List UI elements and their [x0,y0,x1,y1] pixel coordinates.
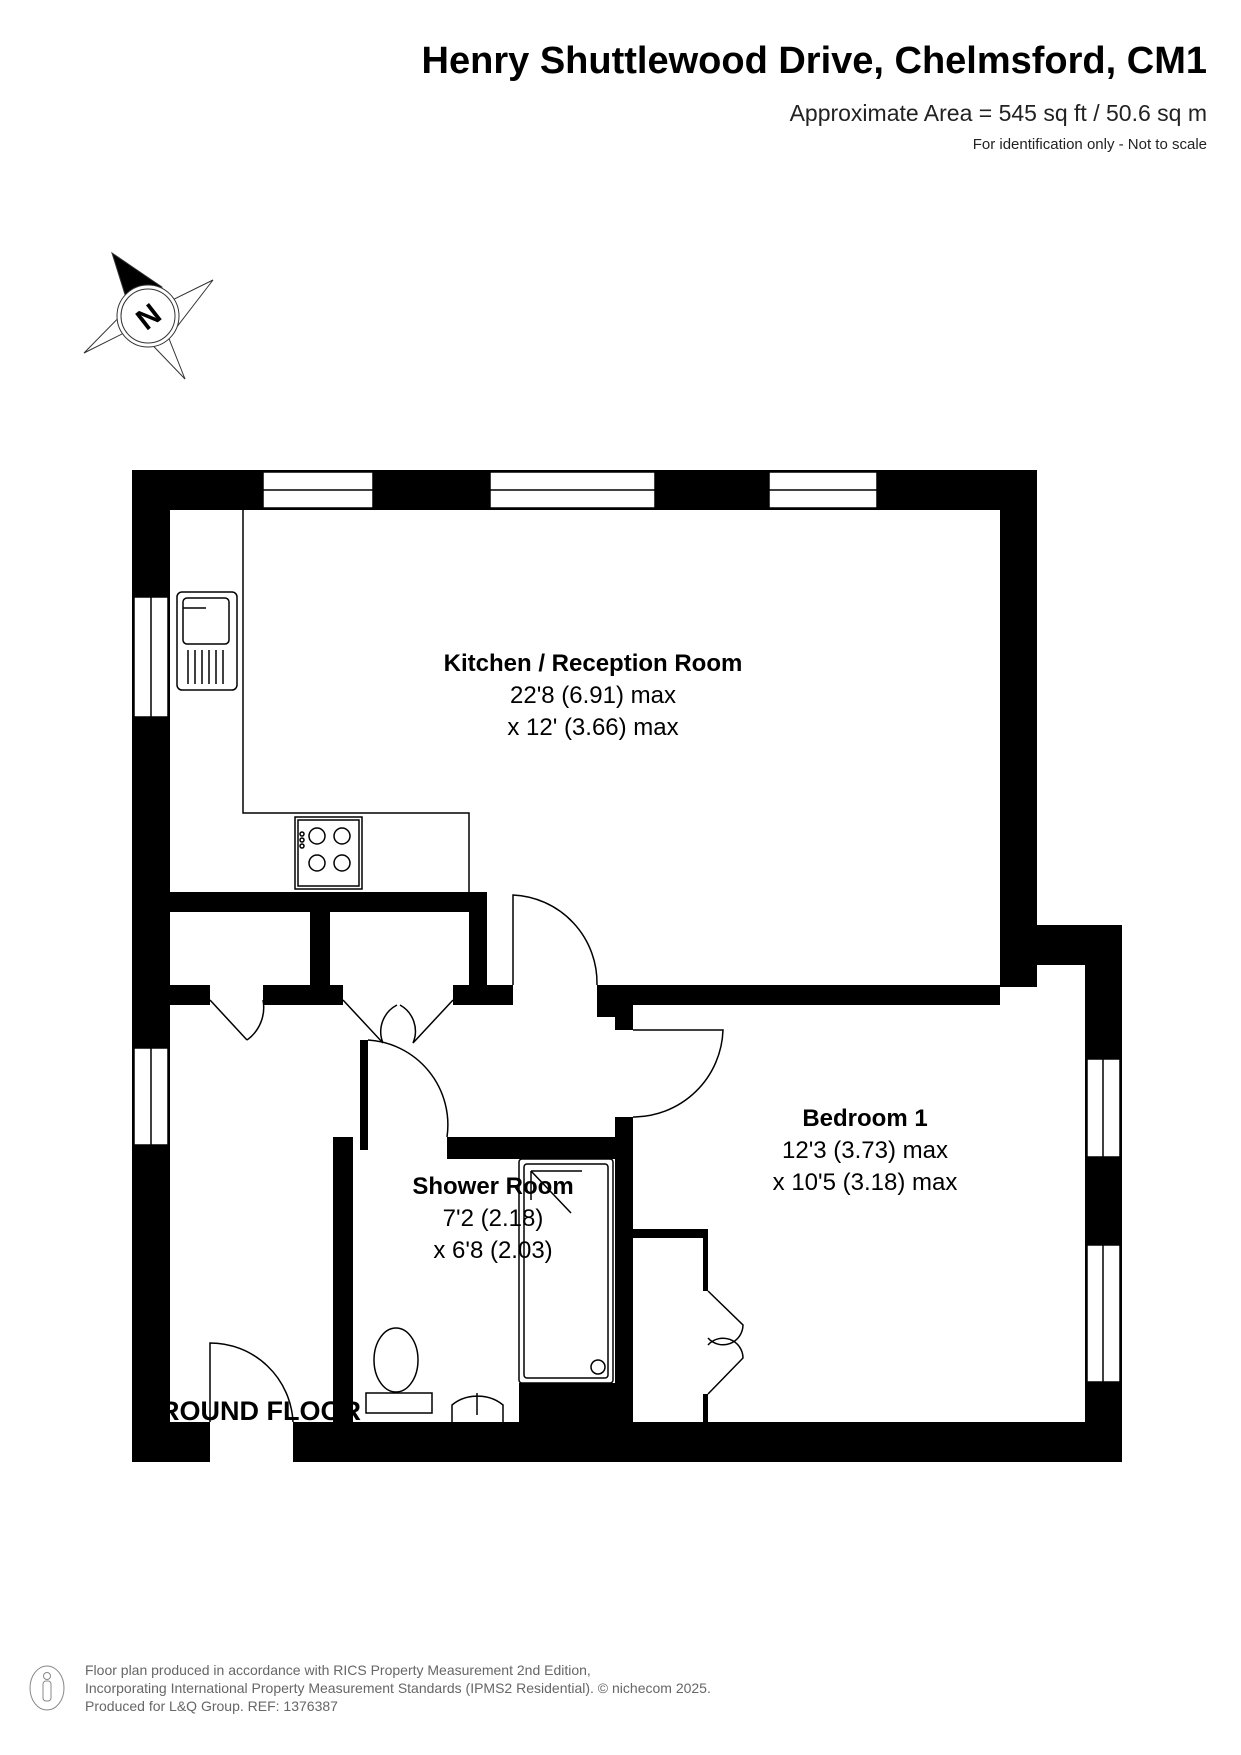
room-name: Kitchen / Reception Room [443,650,743,677]
room-name: Shower Room [412,1173,574,1200]
room-dimension: x 10'5 (3.18) max [772,1169,958,1196]
kitchen-door [512,894,598,986]
approximate-area: Approximate Area = 545 sq ft / 50.6 sq m [789,100,1207,126]
room-dimension: 12'3 (3.73) max [781,1137,948,1164]
windows [133,471,1121,1383]
cupboard-door-2 [342,999,454,1044]
wardrobe-door [707,1290,744,1395]
hob-icon [294,816,363,890]
footer-line: Incorporating International Property Mea… [85,1680,711,1696]
walls [132,470,1122,1462]
sink-icon [176,591,238,691]
cupboard-door-1 [209,999,265,1041]
room-kitchen-reception: Kitchen / Reception Room 22'8 (6.91) max… [444,648,743,744]
room-bedroom-1: Bedroom 1 12'3 (3.73) max x 10'5 (3.18) … [773,1103,958,1199]
scale-note: For identification only - Not to scale [972,136,1207,153]
room-dimension: 22'8 (6.91) max [510,682,676,709]
room-dimension: x 12' (3.66) max [507,714,679,741]
toilet-icon [365,1327,433,1414]
basin-icon [451,1393,504,1422]
fixtures [176,510,614,1422]
entrance-door [209,1342,294,1423]
room-dimension: x 6'8 (2.03) [433,1237,553,1264]
shower-tray-icon [518,1158,614,1384]
compass-rose-icon: N [83,251,214,380]
bedroom-door [632,1029,724,1118]
floor-label: GROUND FLOOR [139,1396,361,1426]
kitchen-counter [242,510,470,892]
property-title: Henry Shuttlewood Drive, Chelmsford, CM1 [421,40,1207,82]
doors [209,894,744,1423]
footer-line: Floor plan produced in accordance with R… [85,1662,591,1678]
room-shower: Shower Room 7'2 (2.18) x 6'8 (2.03) [412,1171,573,1267]
room-name: Bedroom 1 [802,1105,928,1132]
shower-room-door [367,1039,449,1138]
footer: Floor plan produced in accordance with R… [85,1661,711,1715]
room-dimension: 7'2 (2.18) [442,1205,544,1232]
footer-line: Produced for L&Q Group. REF: 1376387 [85,1698,338,1714]
person-scale-icon [29,1665,65,1711]
